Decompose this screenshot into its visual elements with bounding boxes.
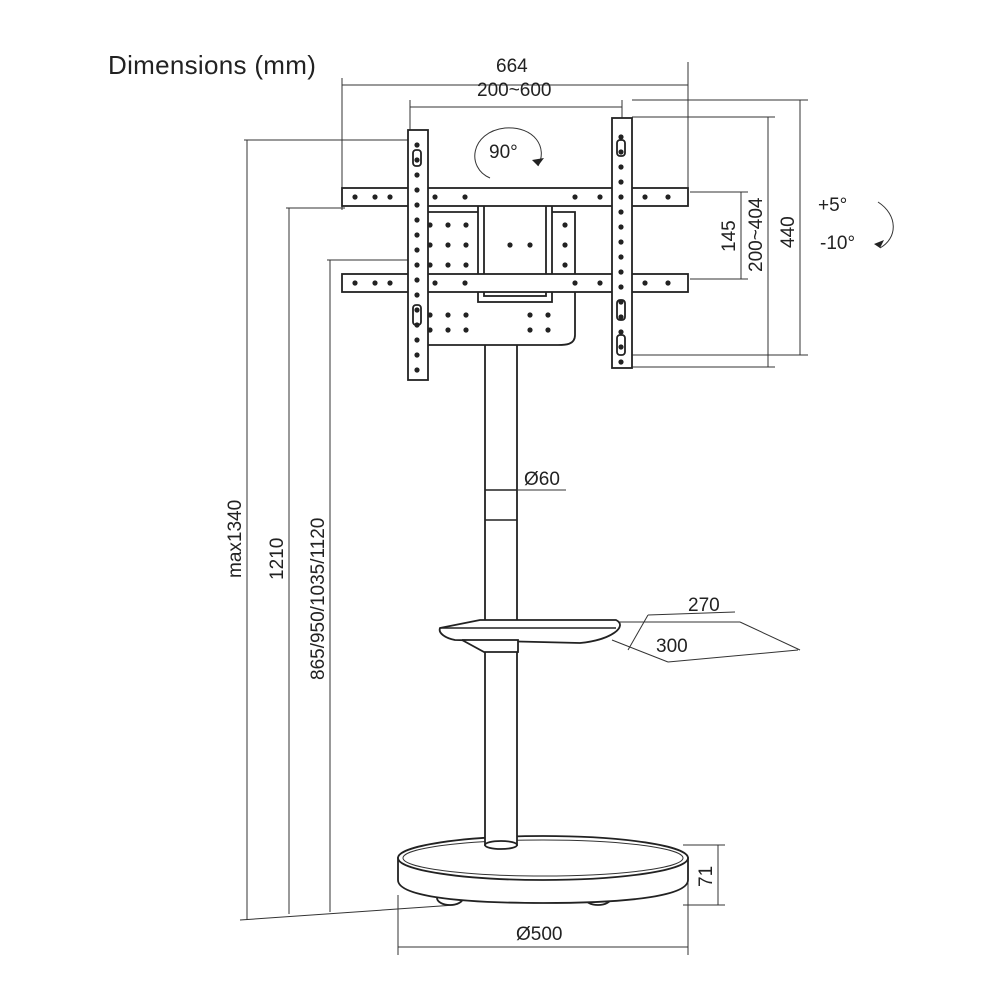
mount-hole [462, 280, 468, 286]
mount-hole [352, 280, 358, 286]
mount-hole [618, 149, 624, 155]
pole [484, 299, 518, 850]
mount-hole [414, 172, 420, 178]
mount-hole [562, 222, 568, 228]
mount-hole [665, 280, 671, 286]
mount-hole [618, 239, 624, 245]
label-shelf-depth: 270 [688, 595, 720, 616]
label-tilt-up: +5° [818, 195, 847, 216]
mount-hole [414, 292, 420, 298]
mount-hole [387, 194, 393, 200]
mount-hole [387, 280, 393, 286]
mount-hole [618, 284, 624, 290]
mount-hole [414, 352, 420, 358]
mount-hole [618, 344, 624, 350]
mount-hole [597, 280, 603, 286]
mount-hole [462, 194, 468, 200]
mount-hole [618, 134, 624, 140]
mount-hole [414, 337, 420, 343]
mount-hole [618, 209, 624, 215]
mount-hole [618, 359, 624, 365]
mount-hole [432, 194, 438, 200]
mount-hole [427, 222, 433, 228]
label-base-diameter: Ø500 [516, 924, 562, 945]
mount-hole [463, 222, 469, 228]
label-vesa-width: 200~600 [477, 80, 552, 101]
mount-hole [414, 307, 420, 313]
mount-hole [432, 280, 438, 286]
shelf [438, 619, 621, 653]
mount-hole [445, 312, 451, 318]
mount-hole [618, 194, 624, 200]
mount-hole [414, 217, 420, 223]
mount-hole [572, 194, 578, 200]
mount-hole [372, 194, 378, 200]
mount-hole [618, 269, 624, 275]
label-rotation: 90° [489, 142, 518, 163]
label-tilt-down: -10° [820, 233, 855, 254]
diagram-title: Dimensions (mm) [108, 50, 317, 80]
mount-hole [427, 327, 433, 333]
mount-hole [427, 312, 433, 318]
mount-hole [618, 164, 624, 170]
label-pole-diameter: Ø60 [524, 469, 560, 490]
mount-hole [545, 312, 551, 318]
label-height-settings: 865/950/1035/1120 [308, 518, 329, 680]
label-max-height: max1340 [225, 500, 246, 578]
mount-hole [427, 262, 433, 268]
mount-hole [445, 262, 451, 268]
mount-hole [642, 194, 648, 200]
label-height-145: 145 [719, 220, 740, 252]
mount-assembly [341, 117, 689, 381]
mount-hole [414, 187, 420, 193]
mount-hole [507, 242, 513, 248]
mount-hole [618, 224, 624, 230]
mount-hole [618, 314, 624, 320]
mount-hole [618, 179, 624, 185]
label-bracket-height: 440 [778, 216, 799, 248]
mount-hole [463, 242, 469, 248]
mount-hole [414, 157, 420, 163]
mount-hole [427, 242, 433, 248]
label-shelf-width: 300 [656, 636, 688, 657]
mount-hole [414, 262, 420, 268]
label-base-height: 71 [696, 866, 717, 887]
mount-hole [562, 262, 568, 268]
mount-hole [618, 299, 624, 305]
mount-hole [414, 232, 420, 238]
dimension-labels: 664 200~600 90° +5° -10° 145 200~404 440… [225, 56, 855, 945]
mount-hole [545, 327, 551, 333]
label-height-1210: 1210 [267, 538, 288, 580]
label-vesa-height: 200~404 [746, 197, 767, 272]
mount-hole [665, 194, 671, 200]
mount-hole [372, 280, 378, 286]
mount-hole [445, 222, 451, 228]
mount-hole [642, 280, 648, 286]
mount-hole [597, 194, 603, 200]
mount-hole [618, 329, 624, 335]
mount-hole [445, 242, 451, 248]
mount-hole [572, 280, 578, 286]
mount-hole [527, 312, 533, 318]
mount-hole [414, 322, 420, 328]
mount-hole [562, 242, 568, 248]
mount-hole [463, 262, 469, 268]
mount-hole [527, 242, 533, 248]
mount-hole [414, 142, 420, 148]
mount-hole [527, 327, 533, 333]
mount-hole [618, 254, 624, 260]
dimension-lines [239, 62, 894, 955]
mount-hole [414, 247, 420, 253]
mount-hole [414, 277, 420, 283]
label-bracket-width: 664 [496, 56, 528, 77]
mount-hole [414, 367, 420, 373]
mount-hole [445, 327, 451, 333]
mount-hole [463, 312, 469, 318]
base [397, 835, 689, 906]
mount-hole [352, 194, 358, 200]
mount-hole [414, 202, 420, 208]
mount-hole [463, 327, 469, 333]
